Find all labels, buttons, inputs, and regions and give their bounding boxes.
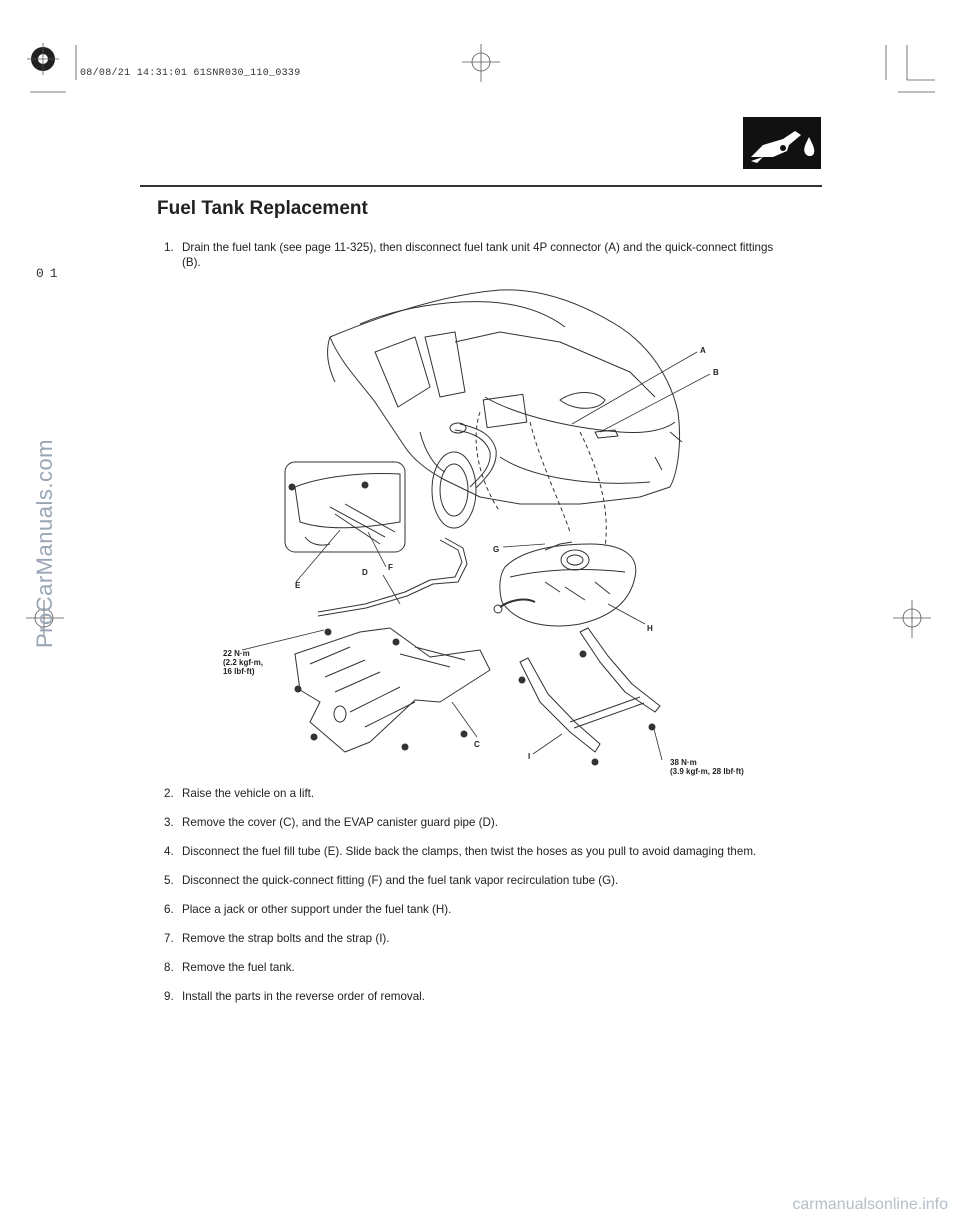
callout-a: A (700, 346, 706, 355)
fuel-section-badge (743, 117, 821, 169)
step-text: Raise the vehicle on a lift. (182, 787, 315, 800)
step-number: 2. (164, 787, 174, 800)
step-number: 7. (164, 932, 174, 945)
evap-guard-pipe-drawing (317, 537, 468, 617)
fuel-fill-tube-drawing (449, 422, 497, 489)
side-watermark: ProCarManuals.com (32, 438, 57, 648)
callout-g: G (493, 545, 500, 554)
step-number: 9. (164, 990, 174, 1003)
step-text: Remove the strap bolts and the strap (I)… (182, 932, 390, 945)
step-number: 6. (164, 903, 174, 916)
torque-spec-cover: 22 N·m (2.2 kgf·m, 16 lbf·ft) (223, 649, 264, 676)
crosshair-mark-left-middle (26, 600, 64, 638)
step-text: Disconnect the fuel fill tube (E). Slide… (182, 845, 757, 858)
page-title: Fuel Tank Replacement (157, 198, 368, 219)
step-text: Drain the fuel tank (see page 11-325), t… (182, 241, 774, 254)
car-body-outline (327, 289, 683, 548)
callout-h: H (647, 624, 653, 633)
tank-strap-drawing (518, 627, 661, 766)
section-rule (140, 185, 822, 187)
step-text-continued: (B). (182, 256, 201, 269)
print-timestamp: 08/08/21 14:31:01 61SNR030_110_0339 (80, 68, 301, 79)
torque-spec-strap: 38 N·m (3.9 kgf·m, 28 lbf·ft) (670, 758, 744, 776)
callout-leader-lines (241, 351, 711, 761)
step-number: 3. (164, 816, 174, 829)
callout-c: C (474, 740, 480, 749)
diagram-drawing (241, 289, 711, 766)
step-number: 8. (164, 961, 174, 974)
callout-i: I (528, 752, 531, 761)
undercover-drawing (294, 627, 491, 753)
page-code: 01 (36, 266, 64, 281)
step-text: Place a jack or other support under the … (182, 903, 452, 916)
crosshair-mark-right-middle (893, 600, 931, 638)
crosshair-mark-top-center (462, 44, 500, 82)
step-number: 1. (164, 241, 174, 254)
fuel-tank-exploded-diagram: A B G F D E H C I 22 N·m (2.2 kgf·m, 16 … (200, 282, 820, 782)
step-number: 5. (164, 874, 174, 887)
inset-detail-box (284, 461, 406, 553)
callout-b: B (713, 368, 719, 377)
fuel-nozzle-icon (751, 131, 815, 163)
step-text: Disconnect the quick-connect fitting (F)… (182, 874, 619, 887)
step-text: Remove the cover (C), and the EVAP canis… (182, 816, 498, 829)
bottom-watermark: carmanualsonline.info (792, 1196, 948, 1213)
callout-e: E (295, 581, 301, 590)
fuel-tank-drawing (493, 541, 637, 627)
callout-d: D (362, 568, 368, 577)
crosshair-mark-top-left (27, 43, 59, 75)
step-number: 4. (164, 845, 174, 858)
step-text: Remove the fuel tank. (182, 961, 295, 974)
callout-f: F (388, 563, 393, 572)
step-text: Install the parts in the reverse order o… (182, 990, 425, 1003)
